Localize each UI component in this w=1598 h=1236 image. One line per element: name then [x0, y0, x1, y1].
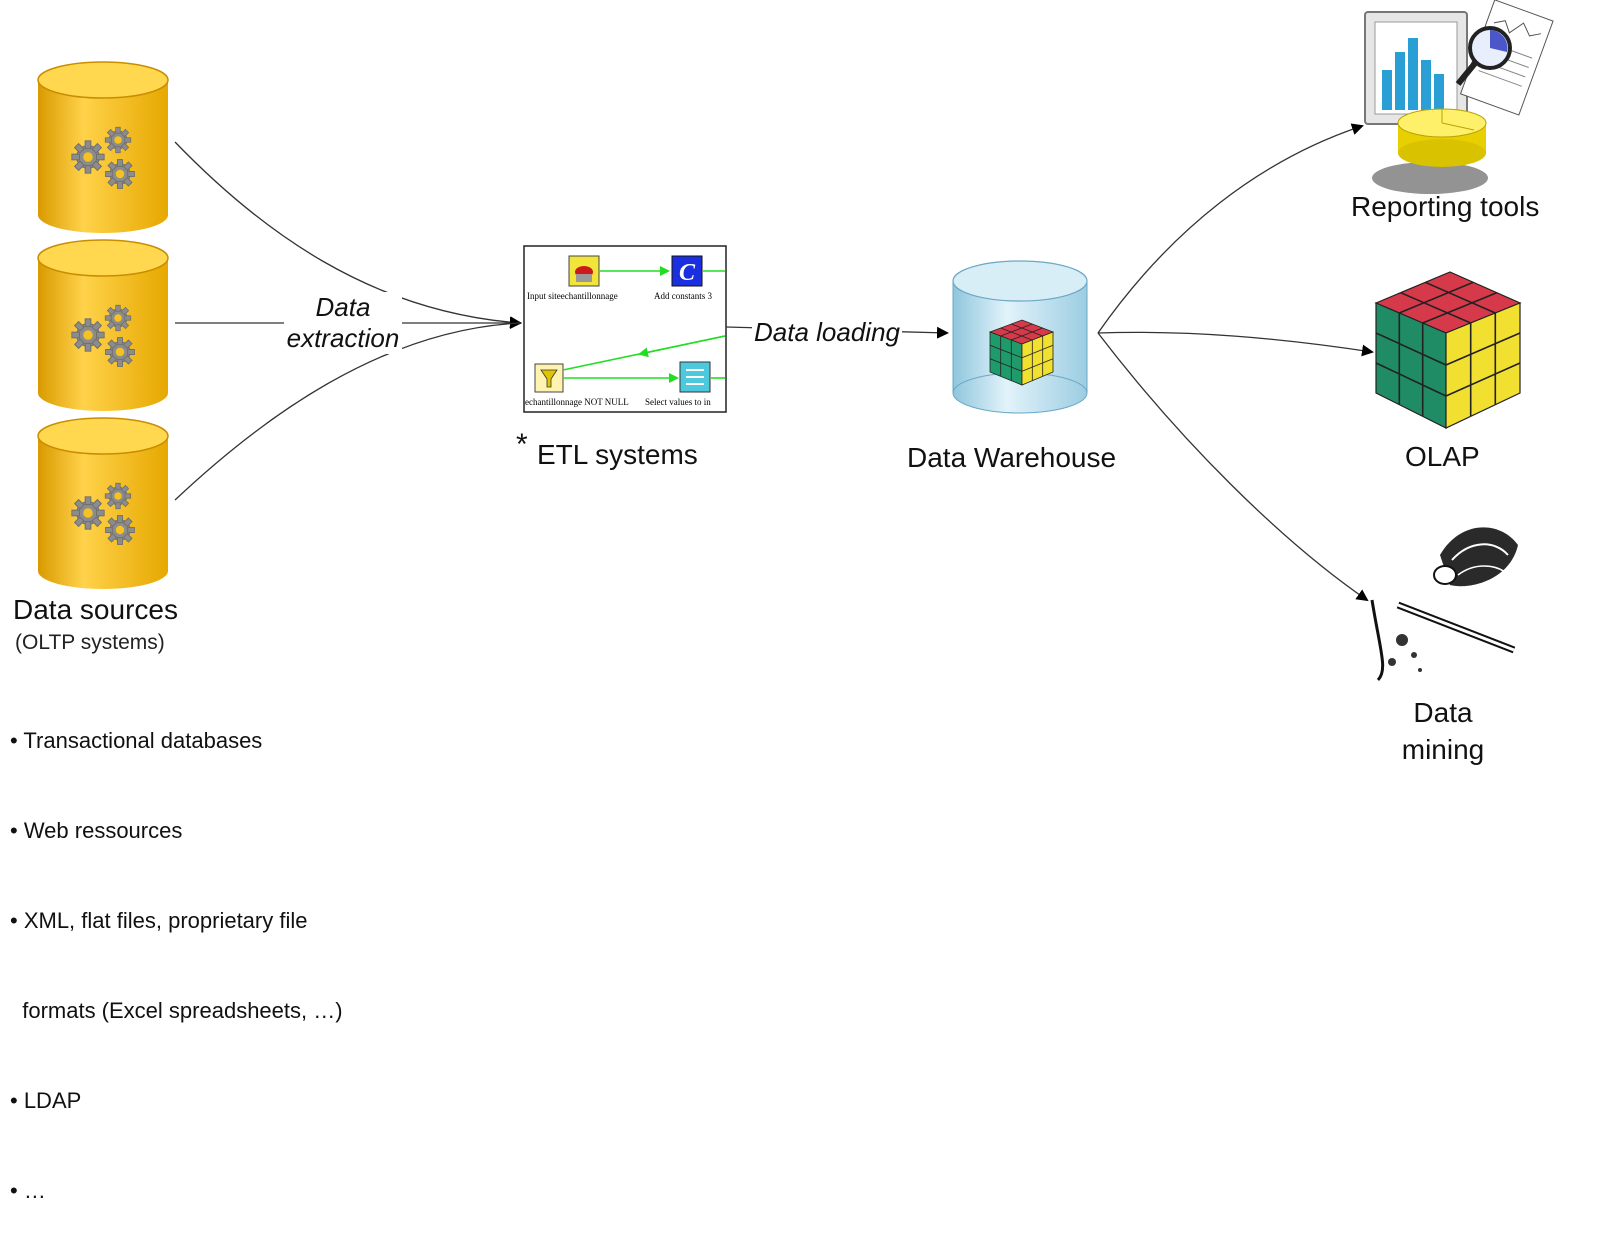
data-sources-list: • Transactional databases • Web ressourc…	[10, 666, 343, 1236]
reporting-tools-icon	[1364, 0, 1554, 194]
list-item: • …	[10, 1178, 46, 1203]
etl-systems-label: ETL systems	[537, 439, 698, 470]
input-step-icon	[568, 255, 600, 287]
constants-step-icon: C	[671, 255, 703, 287]
etl-step-constants-label: Add constants 3	[654, 291, 712, 301]
data-warehouse-label: Data Warehouse	[907, 442, 1117, 473]
svg-text:C: C	[679, 260, 696, 286]
reporting-tools-label: Reporting tools	[1351, 191, 1540, 222]
data-extraction-label-line1: Data	[315, 292, 371, 322]
source-database-3	[38, 418, 168, 589]
output-edges	[1097, 123, 1374, 602]
data-sources-title: Data sources	[13, 594, 178, 625]
filter-step-icon	[534, 363, 564, 393]
source-database-2	[38, 240, 168, 411]
warehouse-cube-icon	[988, 319, 1055, 386]
olap-cube-icon	[1374, 271, 1522, 429]
list-item: formats (Excel spreadsheets, …)	[10, 998, 343, 1023]
data-mining-label: Data mining	[1380, 694, 1506, 768]
etl-flow-arrows	[562, 266, 726, 383]
etl-step-filter-label: echantillonnage NOT NULL	[525, 397, 629, 407]
etl-step-input-label: Input siteechantillonnage	[527, 291, 618, 301]
list-item: • XML, flat files, proprietary file	[10, 908, 308, 933]
data-mining-label-line2: mining	[1401, 734, 1485, 765]
data-mining-label-line1: Data	[1413, 697, 1473, 728]
etl-asterisk: *	[516, 428, 528, 461]
etl-system-panel: C	[523, 245, 727, 413]
data-mining-pickaxe-icon	[1370, 527, 1518, 682]
data-loading-label: Data loading	[752, 317, 902, 348]
select-step-icon	[679, 361, 711, 393]
list-item: • Transactional databases	[10, 728, 263, 753]
data-sources-subtitle: (OLTP systems)	[15, 631, 165, 654]
olap-label: OLAP	[1405, 441, 1480, 472]
etl-step-select-label: Select values to in	[645, 397, 711, 407]
list-item: • LDAP	[10, 1088, 82, 1113]
list-item: • Web ressources	[10, 818, 183, 843]
source-database-1	[38, 62, 168, 233]
data-extraction-label-line2: extraction	[286, 323, 400, 353]
data-warehouse-cylinder	[952, 260, 1088, 414]
diagram-canvas: C	[0, 0, 1554, 682]
data-extraction-label: Data extraction	[284, 292, 402, 354]
